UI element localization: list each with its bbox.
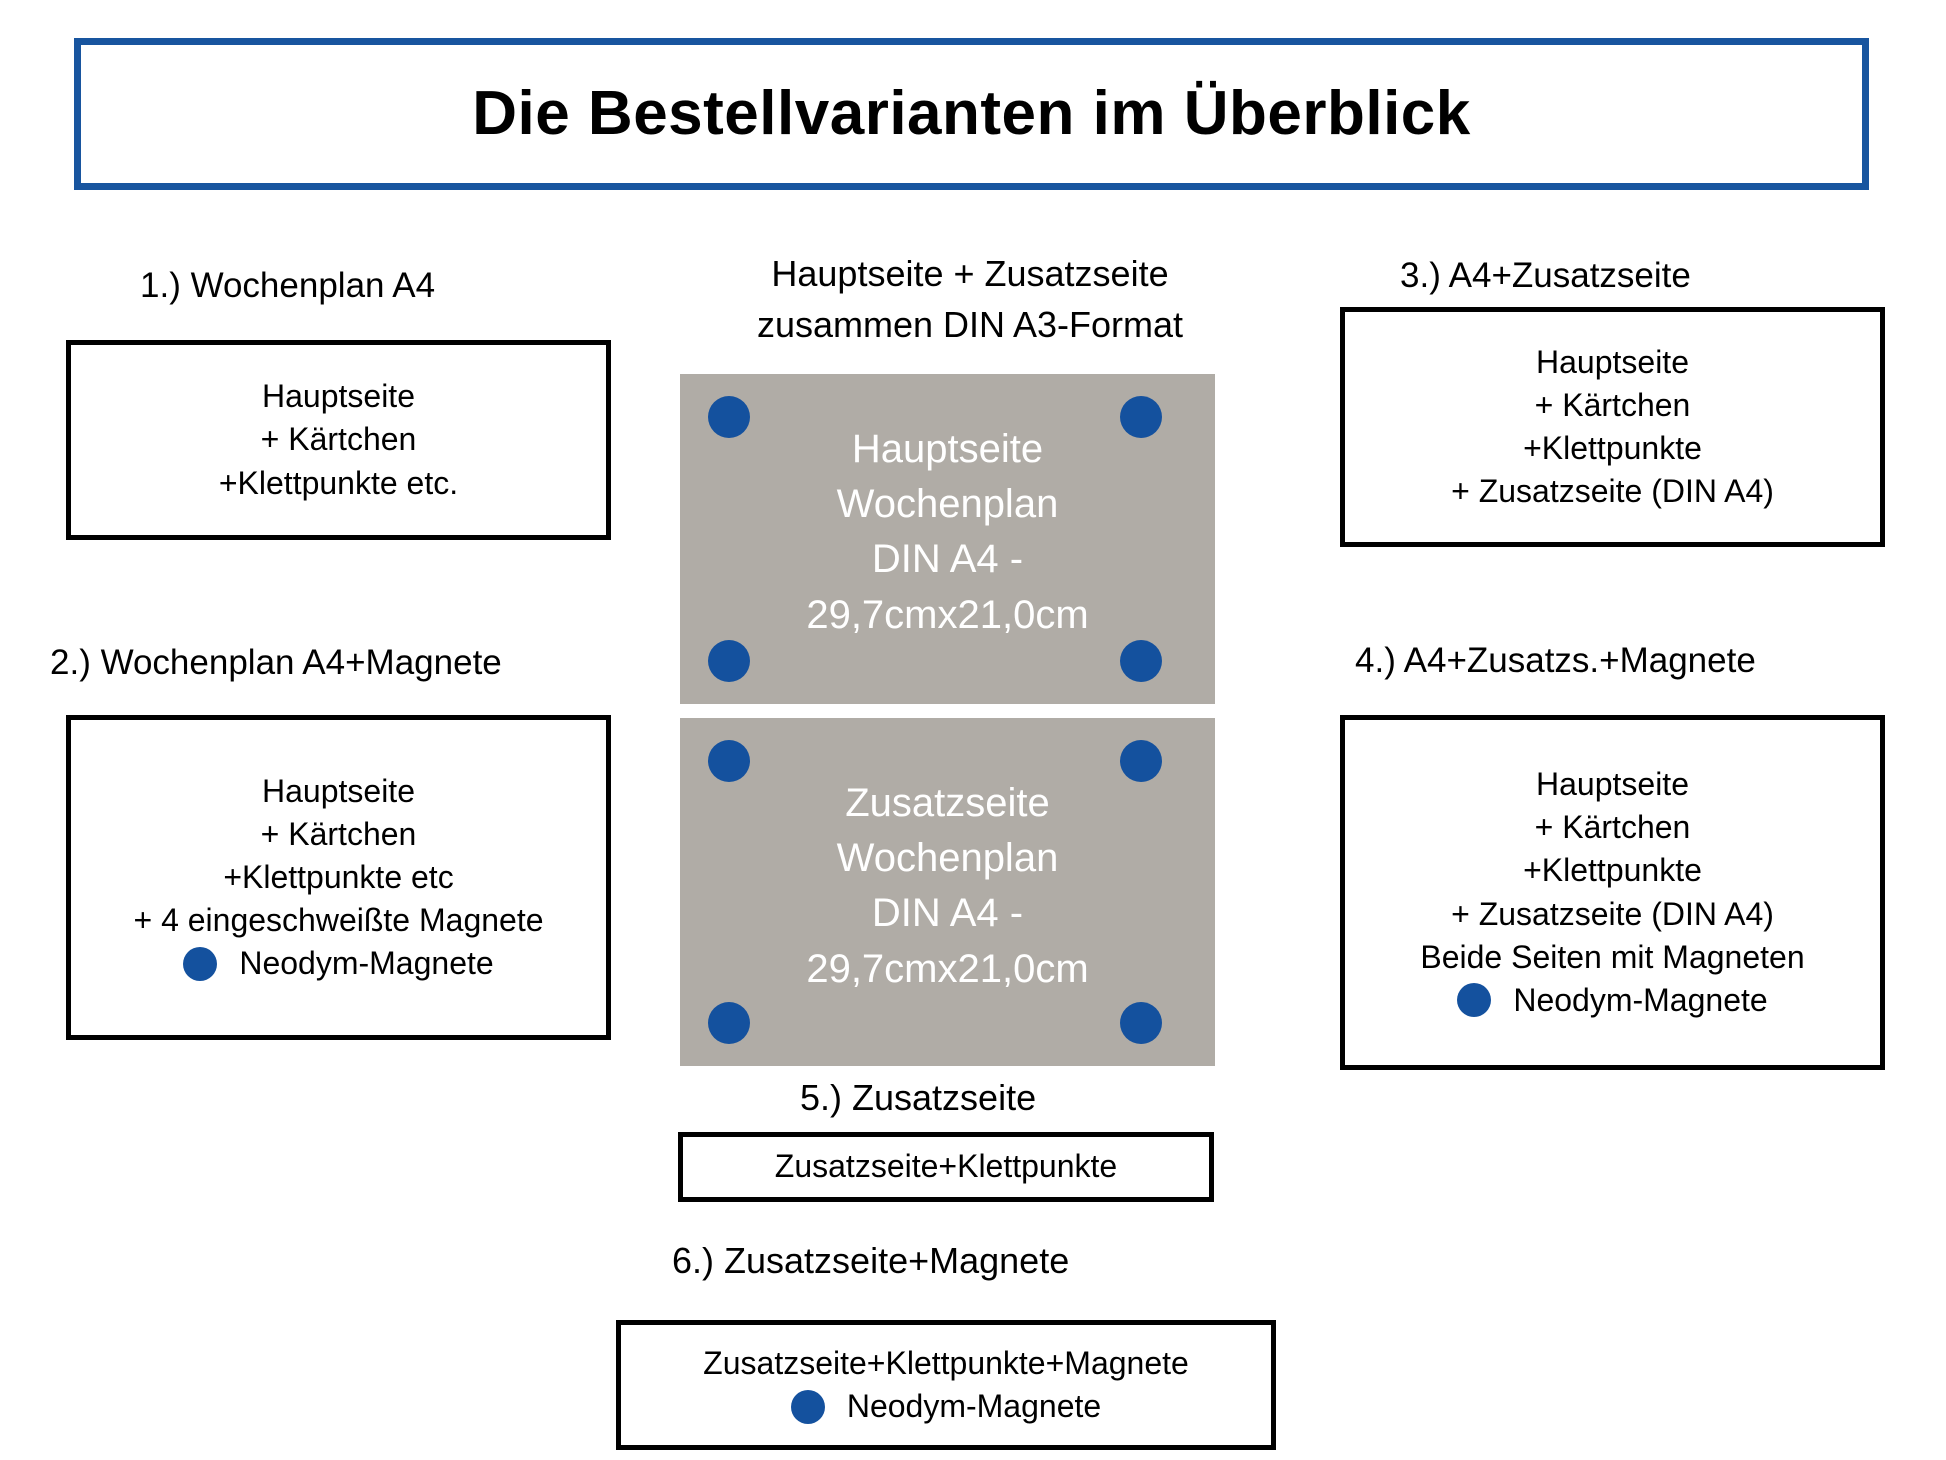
variant-1-line-2: + Kärtchen — [260, 421, 417, 458]
main-sheet-text: Hauptseite Wochenplan DIN A4 - 29,7cmx21… — [680, 422, 1215, 643]
variant-3-heading: 3.) A4+Zusatzseite — [1400, 256, 1691, 295]
extra-sheet-preview: Zusatzseite Wochenplan DIN A4 - 29,7cmx2… — [680, 718, 1215, 1066]
variant-6-box[interactable]: Zusatzseite+Klettpunkte+Magnete Neodym-M… — [616, 1320, 1276, 1450]
variant-5-heading: 5.) Zusatzseite — [800, 1077, 1037, 1118]
variant-4-magnet-label: Neodym-Magnete — [1513, 981, 1768, 1018]
center-caption-line-1: Hauptseite + Zusatzseite — [771, 253, 1169, 294]
magnet-dot-icon — [708, 1002, 750, 1044]
variant-2-heading: 2.) Wochenplan A4+Magnete — [50, 643, 502, 682]
variant-4-line-1: Hauptseite — [1536, 765, 1689, 802]
main-sheet-line-1: Hauptseite — [851, 427, 1044, 471]
variant-4-line-5: Beide Seiten mit Magneten — [1420, 938, 1805, 975]
main-sheet-line-4: 29,7cmx21,0cm — [806, 592, 1089, 637]
variant-5-box[interactable]: Zusatzseite+Klettpunkte — [678, 1132, 1214, 1202]
center-caption: Hauptseite + Zusatzseite zusammen DIN A3… — [660, 248, 1280, 350]
main-sheet-line-2: Wochenplan — [836, 482, 1059, 527]
magnet-dot-icon — [708, 396, 750, 438]
extra-sheet-text: Zusatzseite Wochenplan DIN A4 - 29,7cmx2… — [680, 776, 1215, 997]
extra-sheet-line-3: DIN A4 - — [871, 891, 1024, 936]
variant-3-line-3: +Klettpunkte — [1523, 430, 1702, 466]
variant-1-line-3: +Klettpunkte etc. — [218, 464, 459, 501]
variant-2-box[interactable]: Hauptseite + Kärtchen +Klettpunkte etc +… — [66, 715, 611, 1040]
extra-sheet-line-4: 29,7cmx21,0cm — [806, 946, 1089, 991]
variant-2-line-3: +Klettpunkte etc — [223, 858, 454, 895]
variant-4-line-3: +Klettpunkte — [1523, 852, 1702, 889]
magnet-dot-icon — [1120, 740, 1162, 782]
variant-5-line-1: Zusatzseite+Klettpunkte — [774, 1148, 1118, 1185]
magnet-dot-icon — [708, 740, 750, 782]
main-sheet-line-3: DIN A4 - — [871, 537, 1024, 582]
variant-3-line-4: + Zusatzseite (DIN A4) — [1451, 473, 1774, 510]
center-caption-line-2: zusammen DIN A3-Format — [756, 304, 1184, 346]
variant-2-magnet-label: Neodym-Magnete — [239, 945, 494, 982]
variant-2-line-1: Hauptseite — [262, 772, 415, 809]
variant-6-heading: 6.) Zusatzseite+Magnete — [672, 1240, 1070, 1281]
neodym-magnet-dot-icon — [1457, 983, 1492, 1018]
magnet-dot-icon — [1120, 1002, 1162, 1044]
variant-6-line-1: Zusatzseite+Klettpunkte+Magnete — [703, 1344, 1189, 1381]
variant-1-line-1: Hauptseite — [262, 378, 415, 415]
variant-6-magnet-legend: Neodym-Magnete — [790, 1385, 1102, 1428]
title-banner: Die Bestellvarianten im Überblick — [74, 38, 1869, 190]
variant-4-line-4: + Zusatzseite (DIN A4) — [1451, 895, 1774, 932]
variant-3-line-2: + Kärtchen — [1534, 386, 1691, 423]
neodym-magnet-dot-icon — [183, 946, 218, 981]
variant-3-line-1: Hauptseite — [1536, 343, 1689, 380]
neodym-magnet-dot-icon — [790, 1389, 825, 1424]
variant-4-box[interactable]: Hauptseite + Kärtchen +Klettpunkte + Zus… — [1340, 715, 1885, 1070]
magnet-dot-icon — [1120, 640, 1162, 682]
main-sheet-preview: Hauptseite Wochenplan DIN A4 - 29,7cmx21… — [680, 374, 1215, 704]
variant-1-box[interactable]: Hauptseite + Kärtchen +Klettpunkte etc. — [66, 340, 611, 540]
magnet-dot-icon — [1120, 396, 1162, 438]
variant-2-line-2: + Kärtchen — [260, 815, 417, 852]
variant-1-heading: 1.) Wochenplan A4 — [140, 266, 436, 305]
magnet-dot-icon — [708, 640, 750, 682]
variant-4-heading: 4.) A4+Zusatzs.+Magnete — [1355, 641, 1756, 680]
variant-6-magnet-label: Neodym-Magnete — [846, 1388, 1102, 1424]
variant-3-box[interactable]: Hauptseite + Kärtchen +Klettpunkte + Zus… — [1340, 307, 1885, 547]
variant-2-line-4: + 4 eingeschweißte Magnete — [133, 902, 544, 939]
variant-4-line-2: + Kärtchen — [1534, 809, 1691, 846]
variant-2-magnet-legend: Neodym-Magnete — [183, 942, 494, 985]
extra-sheet-line-2: Wochenplan — [836, 836, 1059, 881]
page-title: Die Bestellvarianten im Überblick — [472, 79, 1471, 148]
extra-sheet-line-1: Zusatzseite — [845, 781, 1050, 825]
variant-4-magnet-legend: Neodym-Magnete — [1457, 979, 1768, 1022]
